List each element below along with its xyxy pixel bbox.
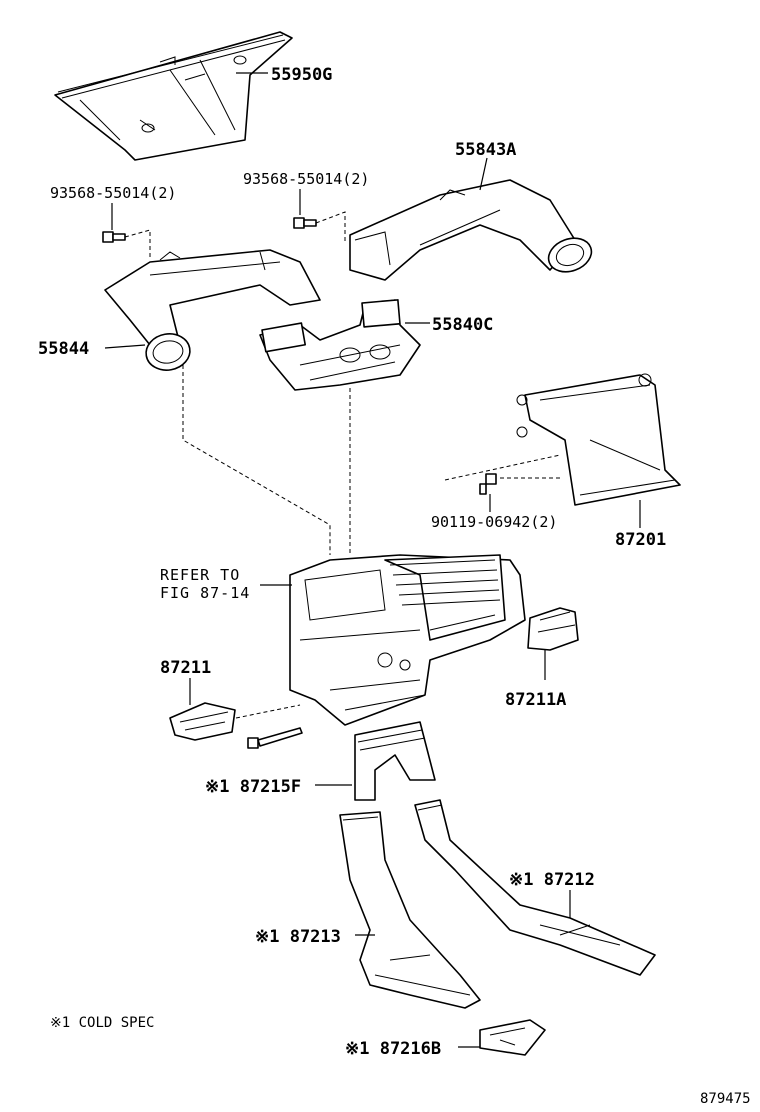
label-87215f: ※1 87215F: [205, 777, 301, 797]
part-87213[interactable]: [339, 811, 481, 1009]
label-refer-line1: REFER TO: [160, 566, 240, 584]
label-87212: ※1 87212: [509, 870, 595, 890]
part-87216b[interactable]: [479, 1019, 546, 1056]
part-87215f[interactable]: [354, 721, 436, 801]
part-87201[interactable]: [516, 373, 681, 506]
part-87211a[interactable]: [527, 607, 579, 651]
label-87201: 87201: [615, 530, 666, 550]
part-87211[interactable]: [169, 702, 236, 741]
footnote-cold-spec: ※1 COLD SPEC: [50, 1015, 154, 1031]
label-55844: 55844: [38, 339, 89, 359]
label-87213: ※1 87213: [255, 927, 341, 947]
part-55843a[interactable]: [349, 179, 596, 281]
figure-id: 879475: [700, 1091, 751, 1107]
bolt-mid-icon[interactable]: [293, 217, 317, 229]
bolt-lower-icon[interactable]: [247, 727, 303, 749]
label-87216b: ※1 87216B: [345, 1039, 441, 1059]
label-87211a: 87211A: [505, 690, 566, 710]
bolt-left-icon[interactable]: [102, 231, 126, 243]
heater-unit[interactable]: [289, 554, 526, 726]
label-refer-line2: FIG 87-14: [160, 584, 250, 602]
label-bolt-left: 93568-55014(2): [50, 184, 176, 202]
part-55840c[interactable]: [259, 299, 421, 391]
part-55844[interactable]: [104, 249, 321, 374]
part-87212[interactable]: [414, 799, 656, 976]
label-bolt-mid: 93568-55014(2): [243, 170, 369, 188]
label-screw: 90119-06942(2): [431, 513, 557, 531]
label-55840c: 55840C: [432, 315, 493, 335]
screw-icon[interactable]: [479, 473, 497, 495]
label-55843a: 55843A: [455, 140, 516, 160]
label-87211: 87211: [160, 658, 211, 678]
label-55950g: 55950G: [271, 65, 332, 85]
part-55950g[interactable]: [54, 31, 293, 161]
